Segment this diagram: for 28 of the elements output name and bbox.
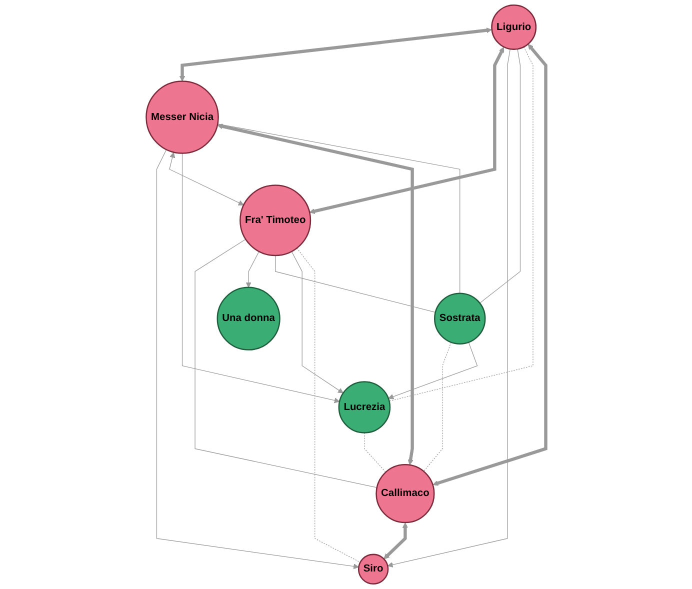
connector [423, 342, 452, 472]
connector [275, 255, 436, 313]
node-circle: Callimaco [376, 464, 435, 524]
arrow [388, 342, 478, 400]
arrow [384, 522, 408, 560]
arrow [156, 149, 359, 570]
node-circle: Sostrata [434, 292, 486, 344]
arrow [179, 28, 492, 82]
arrow [291, 251, 344, 394]
arrow [387, 48, 510, 568]
node-circle: Fra' Timoteo [240, 184, 312, 256]
node-circle: Una donna [216, 286, 280, 350]
arrow [169, 152, 244, 206]
connector [194, 238, 378, 488]
arrow [217, 124, 414, 466]
node-circle: Ligurio [491, 4, 537, 50]
arrow [309, 46, 504, 214]
arrow [246, 251, 260, 288]
connector [388, 46, 534, 402]
connector [479, 48, 521, 304]
connector [217, 124, 460, 294]
arrow [432, 44, 548, 486]
connector [364, 432, 386, 472]
node-circle: Messer Nicia [146, 80, 219, 154]
node-circle: Lucrezia [338, 381, 391, 434]
arrow [182, 152, 340, 404]
connector [296, 248, 361, 563]
node-circle: Siro [358, 554, 389, 585]
